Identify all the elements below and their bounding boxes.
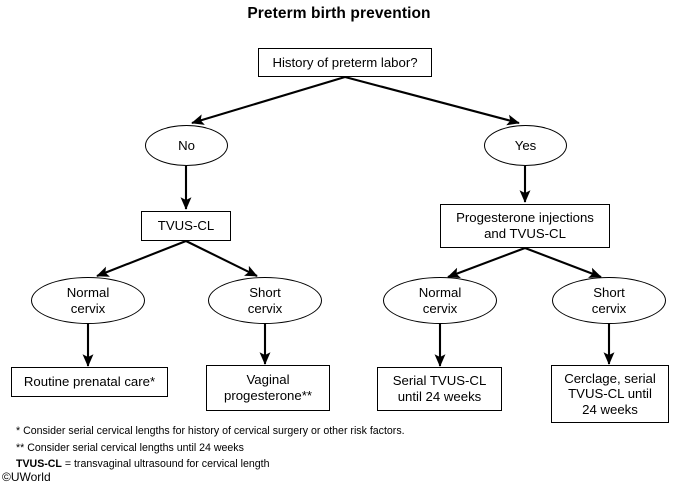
node-label-line2: progesterone**	[224, 388, 312, 403]
footnote-asterisk: * Consider serial cervical lengths for h…	[16, 425, 405, 437]
node-label-line1: Short	[593, 284, 625, 300]
node-label-line1: Normal	[66, 284, 110, 300]
node-label: TVUS-CL	[157, 218, 215, 234]
node-label-line2: and TVUS-CL	[484, 226, 566, 241]
edge-root-to-yes	[344, 75, 520, 126]
node-vaginal-progesterone[interactable]: Vaginal progesterone**	[206, 365, 330, 411]
node-label: Yes	[514, 137, 537, 153]
node-history-of-preterm-labor[interactable]: History of preterm labor?	[258, 48, 432, 77]
edge-tvuscl-to-short-cervix	[185, 240, 258, 277]
node-label-line3: 24 weeks	[582, 401, 638, 417]
node-label-line2: cervix	[591, 300, 627, 316]
node-left-normal-cervix[interactable]: Normal cervix	[31, 277, 145, 324]
node-answer-no[interactable]: No	[145, 125, 228, 166]
copyright-notice: ©UWorld	[2, 470, 51, 484]
node-left-short-cervix[interactable]: Short cervix	[208, 277, 322, 324]
node-label-line1: Cerclage, serial	[564, 370, 656, 386]
node-label-line2: cervix	[422, 300, 458, 316]
node-right-short-cervix[interactable]: Short cervix	[552, 277, 666, 324]
node-tvus-cl[interactable]: TVUS-CL	[141, 211, 231, 241]
node-label-line1: Short	[249, 284, 281, 300]
edge-tvuscl-to-normal-cervix	[96, 240, 187, 277]
node-label-line2: cervix	[247, 300, 283, 316]
edge-root-to-no	[191, 75, 346, 125]
node-serial-tvus-cl-until-24-weeks[interactable]: Serial TVUS-CL until 24 weeks	[377, 367, 502, 411]
node-label-line2: until 24 weeks	[397, 389, 482, 404]
footnotes: * Consider serial cervical lengths for h…	[8, 426, 668, 476]
node-label: Routine prenatal care*	[23, 374, 156, 390]
node-label-line1: Serial TVUS-CL	[392, 373, 487, 389]
node-label-line1: Vaginal	[246, 372, 290, 388]
footnote-double-asterisk: ** Consider serial cervical lengths unti…	[16, 441, 244, 454]
node-routine-prenatal-care[interactable]: Routine prenatal care*	[11, 367, 168, 397]
node-answer-yes[interactable]: Yes	[484, 125, 567, 166]
node-label: History of preterm labor?	[272, 54, 418, 70]
page-title: Preterm birth prevention	[247, 5, 431, 22]
footnote-abbreviation-definition: = transvaginal ultrasound for cervical l…	[61, 458, 270, 471]
node-cerclage-serial-tvus-cl-until-24-weeks[interactable]: Cerclage, serial TVUS-CL until 24 weeks	[551, 365, 669, 423]
node-label-line2: TVUS-CL until	[568, 386, 652, 402]
node-label-line1: Normal	[418, 284, 462, 300]
node-label-line2: cervix	[70, 300, 106, 316]
footnote-abbreviation: TVUS-CL = transvaginal ultrasound for ce…	[8, 459, 668, 470]
node-right-normal-cervix[interactable]: Normal cervix	[383, 277, 497, 324]
node-progesterone-injections-and-tvus-cl[interactable]: Progesterone injections and TVUS-CL	[440, 204, 610, 248]
footnote-abbreviation-term: TVUS-CL	[16, 458, 62, 471]
node-label-line1: Progesterone injections	[456, 210, 594, 226]
edge-progesterone-to-short-cervix	[524, 247, 602, 278]
edge-progesterone-to-normal-cervix	[447, 247, 526, 278]
node-label: No	[178, 137, 195, 153]
